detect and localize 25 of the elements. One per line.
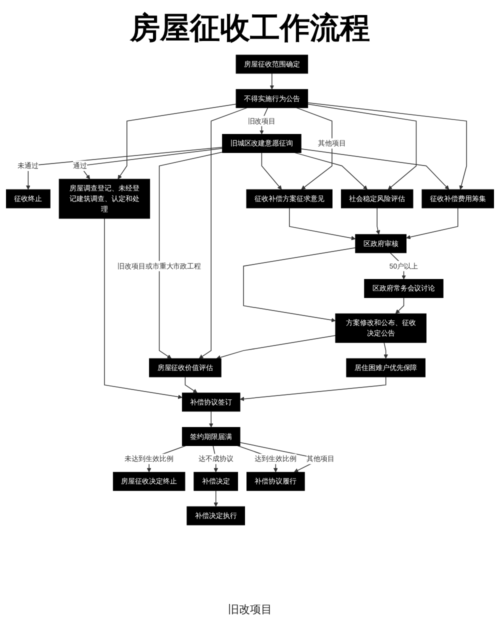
arrow (270, 73, 274, 90)
arrow (198, 107, 248, 359)
arrow (208, 411, 214, 428)
arrow (158, 152, 223, 359)
arrow (214, 490, 218, 507)
arrow (104, 218, 182, 400)
note-text: 旧改项目 (228, 604, 272, 616)
arrow (307, 104, 417, 190)
arrow (384, 342, 388, 359)
arrow (261, 152, 282, 190)
arrow (307, 102, 467, 190)
arrow (296, 107, 332, 190)
arrow (216, 335, 336, 360)
arrow (289, 208, 356, 240)
arrow (376, 208, 380, 235)
arrow (406, 208, 458, 240)
arrow (243, 247, 356, 322)
arrow (26, 146, 223, 190)
arrow (294, 152, 368, 190)
title: 房屋征收工作流程 (130, 11, 370, 47)
arrow (118, 104, 236, 180)
arrow (184, 376, 198, 394)
arrow (395, 297, 404, 314)
arrow (300, 148, 450, 190)
arrow (240, 376, 386, 402)
